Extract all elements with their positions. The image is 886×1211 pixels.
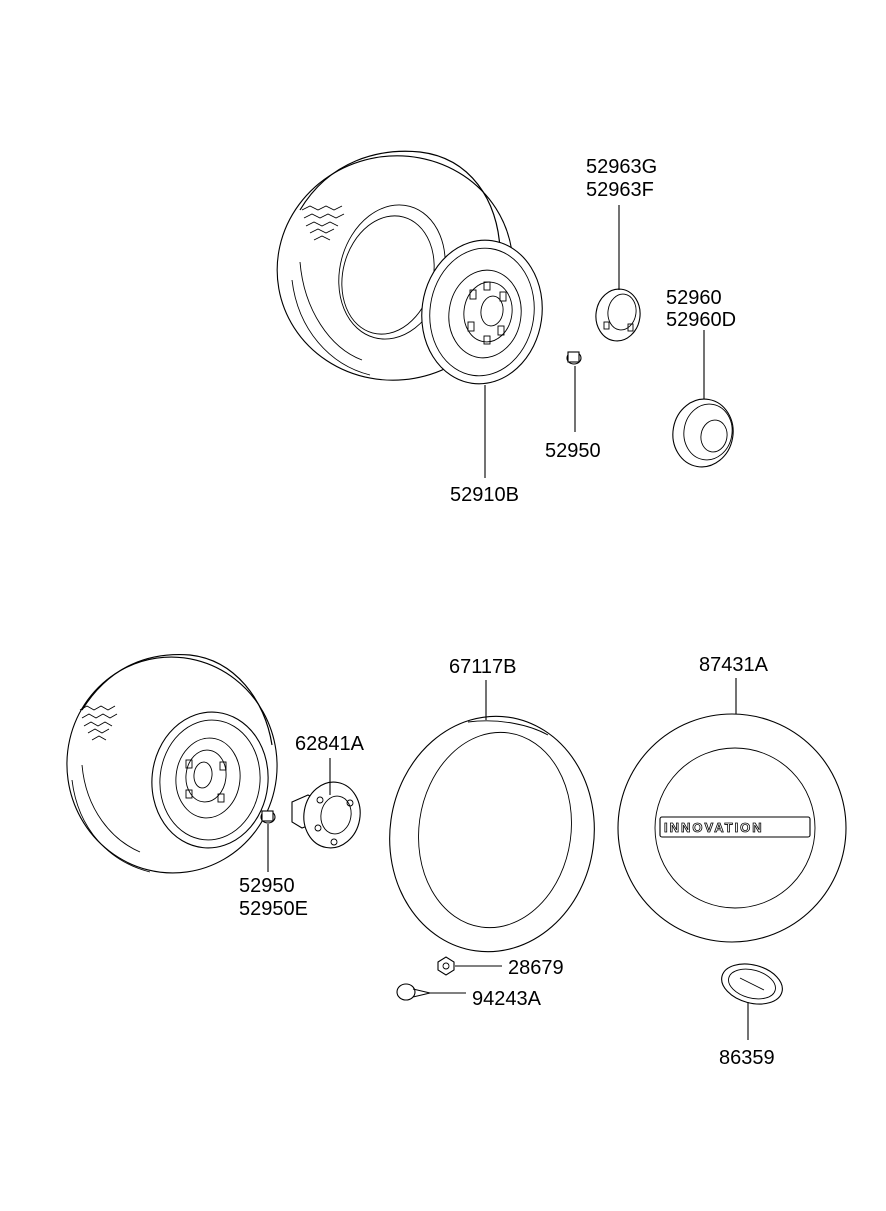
screw-94243a xyxy=(396,983,431,1001)
label-52960: 52960 xyxy=(666,287,722,309)
label-52950-upper: 52950 xyxy=(545,440,601,462)
label-28679: 28679 xyxy=(508,957,564,979)
tread-pattern-icon xyxy=(79,705,118,741)
tire-cover xyxy=(389,715,595,953)
label-52950-lower: 52950 xyxy=(239,875,295,897)
nut-28679 xyxy=(437,956,455,976)
innovation-emblem-text: INNOVATION xyxy=(664,820,764,835)
tread-pattern-icon xyxy=(301,205,345,241)
label-52960d: 52960D xyxy=(666,309,736,331)
lower-lug-nut xyxy=(260,810,276,824)
label-52963g: 52963G xyxy=(586,156,657,178)
emblem xyxy=(721,963,783,1005)
label-52910b: 52910B xyxy=(450,484,519,506)
label-94243a: 94243A xyxy=(472,988,542,1010)
lower-wheel-rim xyxy=(151,711,269,849)
carrier-bracket xyxy=(291,781,361,849)
center-cap xyxy=(672,398,734,468)
upper-lug-nut xyxy=(566,351,582,365)
label-67117b: 67117B xyxy=(449,656,516,678)
label-62841a: 62841A xyxy=(295,733,365,755)
label-52950e: 52950E xyxy=(239,898,308,920)
hub-ring xyxy=(595,288,641,342)
upper-wheel-rim xyxy=(421,239,543,385)
label-86359: 86359 xyxy=(719,1047,775,1069)
label-87431a: 87431A xyxy=(699,654,769,676)
label-52963f: 52963F xyxy=(586,179,654,201)
cover-plate: INNOVATION xyxy=(617,713,847,943)
